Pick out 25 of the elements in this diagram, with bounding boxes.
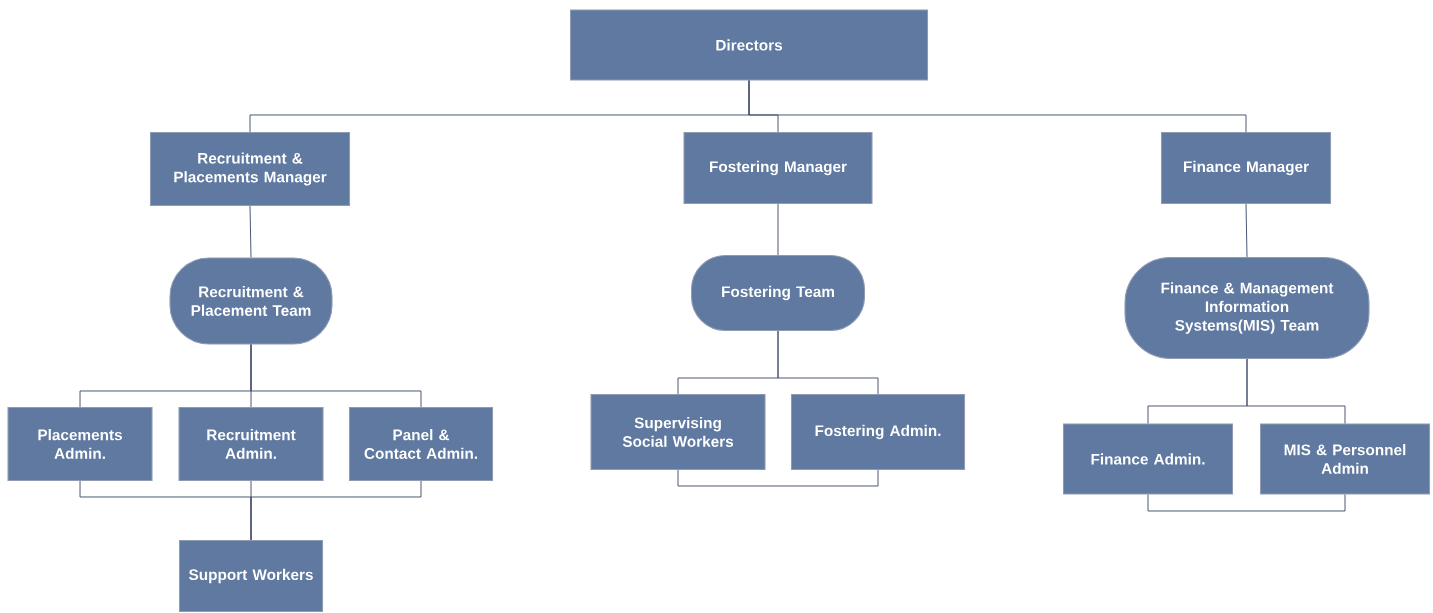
team-box: Finance & Management Information Systems(MIS) Team — [1124, 256, 1370, 360]
connector-line — [1245, 203, 1248, 258]
role-box: Support Workers — [179, 539, 324, 613]
role-box: Fostering Manager — [683, 131, 873, 205]
connector-line — [250, 344, 422, 408]
connector-line — [748, 80, 1247, 133]
role-box: MIS & Personnel Admin — [1259, 423, 1431, 495]
connector-line — [777, 203, 779, 256]
role-box: Recruitment Admin. — [178, 406, 324, 482]
connector-line — [677, 469, 879, 487]
connector-line — [1246, 358, 1346, 424]
team-box: Fostering Team — [690, 254, 866, 332]
connector-line — [1147, 494, 1346, 512]
role-box: Supervising Social Workers — [590, 393, 766, 471]
connector-line — [250, 480, 422, 541]
role-box: Panel & Contact Admin. — [348, 406, 494, 482]
team-box: Recruitment & Placement Team — [169, 257, 333, 345]
role-box: Finance Manager — [1160, 131, 1332, 205]
role-box: Recruitment & Placements Manager — [149, 131, 351, 207]
role-box: Placements Admin. — [7, 406, 153, 482]
role-box: Fostering Admin. — [790, 393, 966, 471]
role-box: Directors — [569, 9, 929, 81]
connector-line — [777, 330, 879, 395]
connector-line — [249, 205, 252, 258]
role-box: Finance Admin. — [1062, 423, 1234, 495]
